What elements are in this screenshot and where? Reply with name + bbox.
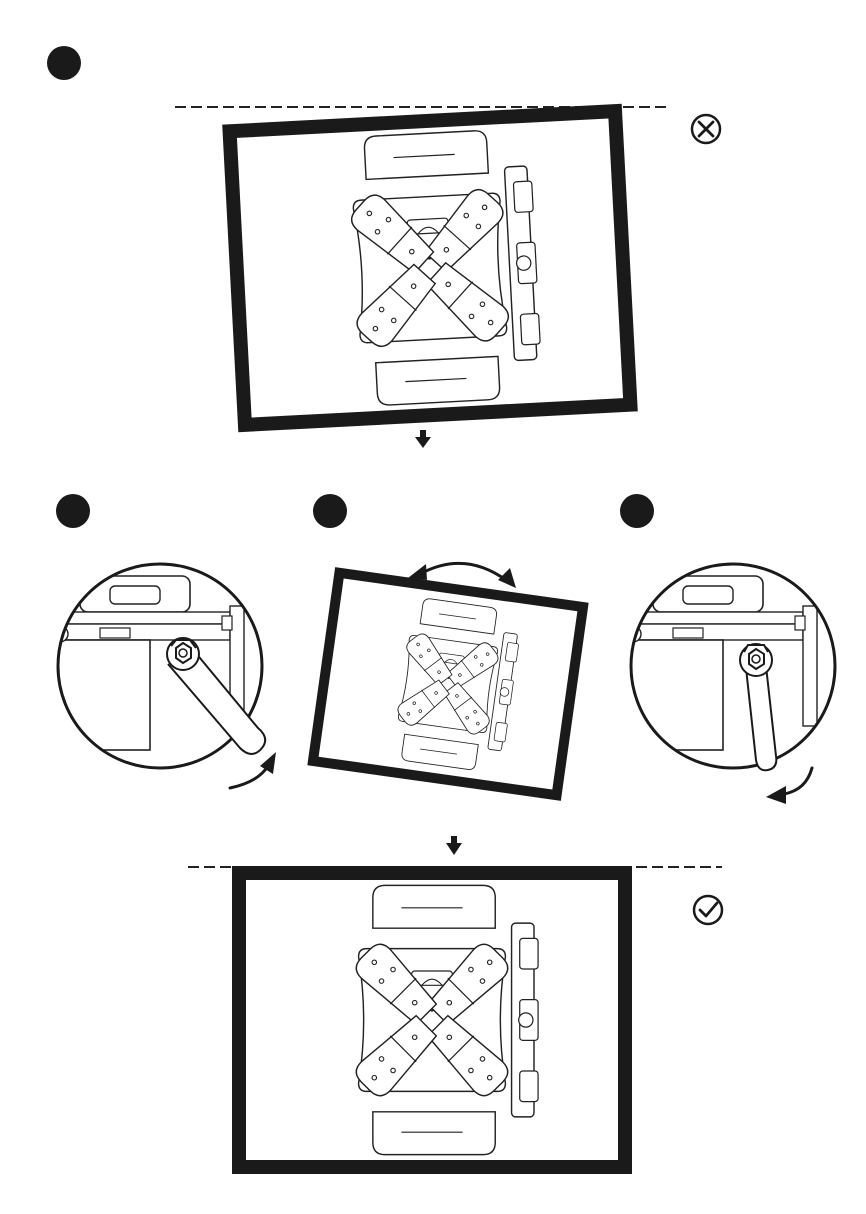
tv-tilted-incorrect — [230, 111, 631, 425]
check-circle-icon — [694, 896, 722, 924]
tv-level-correct — [239, 873, 625, 1167]
step-2-marker — [56, 494, 90, 528]
tv-adjusting — [313, 573, 583, 795]
closeup-loosen — [50, 564, 276, 788]
down-arrow-icon — [415, 430, 431, 448]
step-1-marker — [47, 46, 81, 80]
step-4-marker — [620, 494, 654, 528]
down-arrow-icon — [446, 836, 462, 855]
step-3-marker — [313, 494, 347, 528]
wrench-icon — [740, 644, 776, 770]
x-circle-icon — [692, 115, 720, 143]
rotate-cw-arrow-icon — [766, 768, 812, 804]
closeup-tighten — [623, 564, 835, 804]
wrench-icon — [167, 638, 265, 754]
rotate-ccw-arrow-icon — [230, 752, 276, 788]
